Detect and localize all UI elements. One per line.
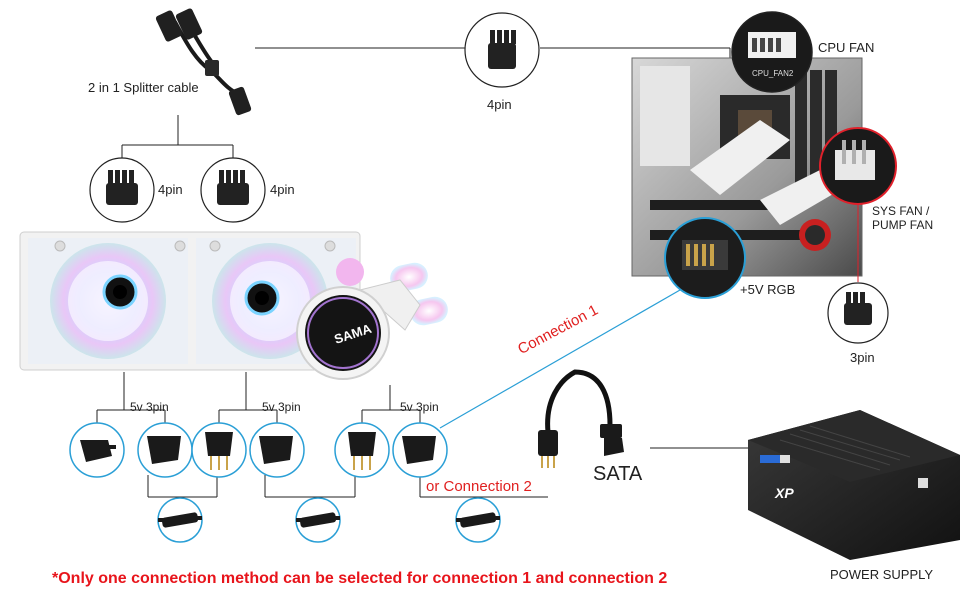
sys-fan-header-zoom [819, 127, 897, 205]
pin4-right-label: 4pin [270, 182, 295, 197]
fan-left [50, 243, 166, 359]
sys-fan-label-line2: PUMP FAN [872, 218, 934, 232]
rgb-label: +5V RGB [740, 282, 796, 297]
rgb-connector-1 [69, 422, 125, 478]
rgb-connector-6 [392, 422, 448, 478]
connection-1-line [439, 289, 681, 429]
rgb-connector-2 [137, 422, 193, 478]
splitter-connector-c [228, 86, 252, 116]
splitter-branch-lines [121, 115, 234, 158]
fan-rgb-tree-lines [96, 372, 548, 503]
psu-brand-text: XP [774, 485, 794, 501]
splitter-cable [155, 8, 252, 116]
connection-2-label: or Connection 2 [426, 478, 532, 495]
pump-head: SAMA [296, 258, 448, 380]
connector-4pin-top [464, 12, 540, 88]
adapter-3pin-plug [538, 430, 558, 456]
cpu-fan-header-silk: CPU_FAN2 [752, 69, 794, 78]
joint-connector-1 [157, 497, 203, 543]
sata-adapter-cable [538, 369, 624, 468]
rgb-header-zoom [664, 217, 746, 299]
splitter-label: 2 in 1 Splitter cable [88, 80, 199, 95]
power-supply: XP [748, 410, 960, 560]
pin4-top-label: 4pin [487, 97, 512, 112]
pin3-label: 3pin [850, 350, 875, 365]
connector-4pin-left [89, 157, 155, 223]
joint-connector-2 [295, 497, 341, 543]
sys-fan-label-line1: SYS FAN / [872, 204, 930, 218]
connector-4pin-right [200, 157, 266, 223]
cpu-fan-header-zoom: CPU_FAN2 [731, 11, 813, 93]
v3pin-label-1: 5v 3pin [130, 400, 169, 414]
splitter-connector-b [175, 8, 203, 40]
rgb-connector-5 [334, 422, 390, 478]
motherboard [631, 57, 863, 277]
connection-note: *Only one connection method can be selec… [52, 570, 668, 587]
connector-3pin-sysfan [827, 282, 889, 344]
splitter-connector-a [155, 10, 183, 42]
joint-connector-3 [455, 497, 501, 543]
v3pin-label-2: 5v 3pin [262, 400, 301, 414]
sata-label: SATA [593, 463, 643, 485]
rgb-connector-4 [249, 422, 305, 478]
cpu-fan-label: CPU FAN [818, 40, 875, 55]
pin4-left-label: 4pin [158, 182, 183, 197]
v3pin-label-3: 5v 3pin [400, 400, 439, 414]
rgb-connector-3 [191, 422, 247, 478]
power-supply-label: POWER SUPPLY [830, 567, 934, 582]
sata-plug [604, 438, 624, 456]
